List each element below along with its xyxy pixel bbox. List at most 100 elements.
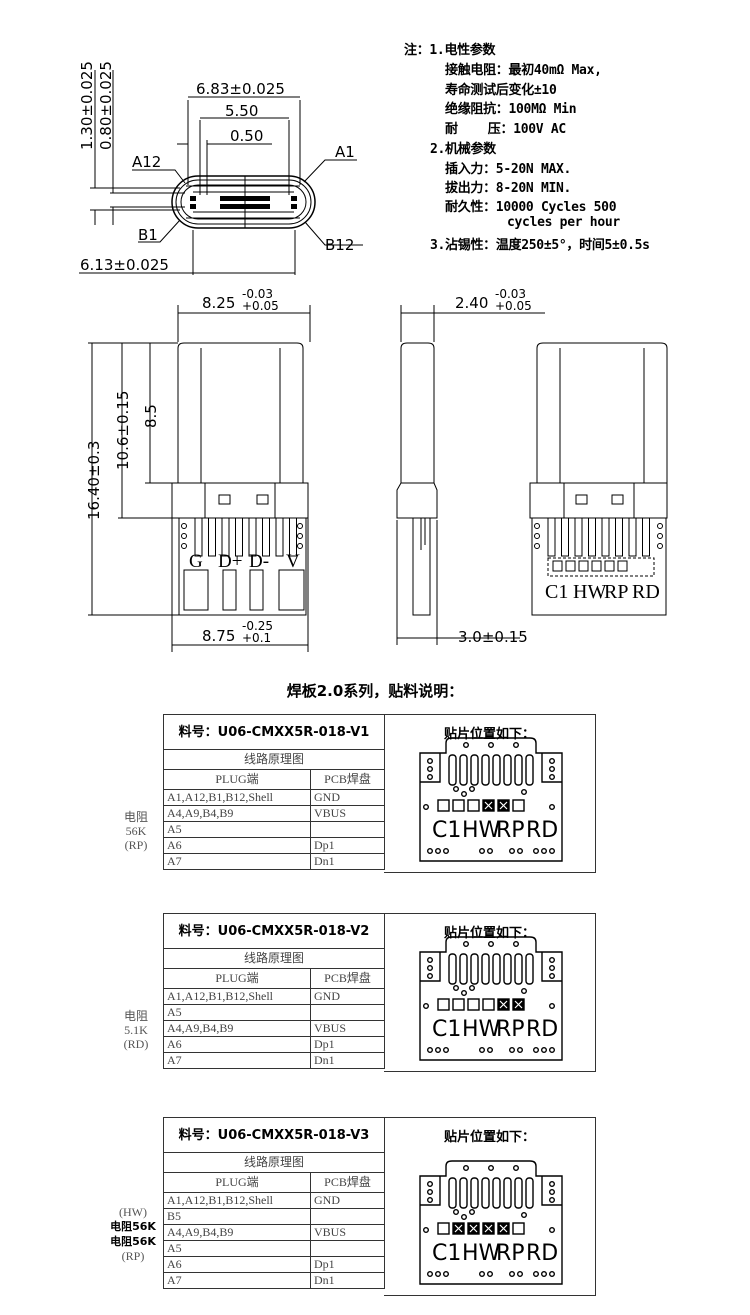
contact-finger: [547, 517, 556, 557]
placement-label-rp: RP: [496, 1017, 525, 1042]
contact-finger: [588, 517, 596, 557]
via-hole: [443, 1046, 450, 1053]
pcb-pad: Dn1: [310, 1272, 385, 1289]
resistor-value: 电阻56K: [110, 1235, 156, 1248]
contact-finger: [289, 517, 297, 557]
contact-finger: [208, 517, 216, 557]
front-view: G D+ D- V 8.25 -0.03 +0.05 16.40±0.3 10.…: [85, 287, 311, 652]
pcb-pad: GND: [310, 789, 385, 806]
pcb-pad: Dp1: [310, 1256, 385, 1273]
dim-pcb-thickness: 3.0±0.15: [458, 628, 528, 646]
empty-pad: [512, 799, 525, 812]
note-durability: 耐久性：10000 Cycles 500: [445, 200, 617, 215]
via-hole: [534, 533, 540, 539]
dim-total-length: 16.40±0.3: [85, 441, 103, 520]
via-hole: [426, 1197, 433, 1204]
via-hole: [508, 1046, 515, 1053]
via-hole: [508, 847, 515, 854]
section-title: 焊板2.0系列，贴料说明：: [286, 682, 464, 700]
via-hole: [422, 1002, 429, 1009]
placement-label-rd: RD: [526, 818, 558, 843]
plug-pins: A5: [163, 1004, 311, 1021]
dim-body-width: 8.25: [202, 294, 235, 312]
contact-finger: [470, 1177, 479, 1209]
contact-finger: [448, 754, 457, 786]
via-hole: [548, 957, 555, 964]
via-hole: [548, 965, 555, 972]
dim-shell-length: 8.5: [142, 404, 160, 428]
resistor-mark-icon: [499, 801, 508, 810]
via-hole: [540, 1270, 547, 1277]
dim-body-width-tol-upper: -0.03: [242, 287, 273, 301]
via-hole: [512, 940, 519, 947]
dim-inner-width: 6.13±0.025: [80, 256, 169, 274]
resistor-value: 电阻56K: [110, 1220, 156, 1233]
via-hole: [657, 533, 663, 539]
via-hole: [487, 741, 494, 748]
empty-pad: [467, 998, 480, 1011]
column-header-pcb: PCB焊盘: [310, 1172, 385, 1193]
contact-finger: [574, 517, 583, 557]
resistor-mark-icon: [499, 1224, 508, 1233]
dim-body-width-tol-lower: +0.05: [242, 299, 279, 313]
pcb-edge: [420, 952, 562, 982]
contact-finger: [615, 517, 623, 557]
plug-pins: A1,A12,B1,B12,Shell: [163, 1192, 311, 1209]
via-hole: [548, 774, 555, 781]
via-hole: [516, 847, 523, 854]
plug-pins: A1,A12,B1,B12,Shell: [163, 988, 311, 1005]
placement-label-c1: C1: [432, 1241, 461, 1266]
note-withdrawal: 拔出力：8-20N MIN.: [445, 181, 572, 196]
via-hole: [487, 1164, 494, 1171]
dim-height: 1.30±0.025: [78, 61, 96, 150]
resistor-text: 56K: [125, 824, 147, 838]
placement-label-rd: RD: [526, 1241, 558, 1266]
plug-pins: A6: [163, 837, 311, 854]
contact-finger: [628, 517, 637, 557]
pcb-pad: [310, 1208, 385, 1225]
schematic-label: 线路原理图: [163, 749, 385, 770]
contact-finger: [262, 517, 270, 557]
via-hole: [532, 1270, 539, 1277]
pcb-pad: VBUS: [310, 1020, 385, 1037]
placement-label-hw: HW: [462, 1017, 501, 1042]
via-hole: [548, 1046, 555, 1053]
via-hole: [453, 1209, 460, 1216]
via-hole: [426, 774, 433, 781]
plug-pins: A6: [163, 1036, 311, 1053]
resistor-text: 电阻: [123, 810, 148, 824]
table-row: A5: [163, 1240, 385, 1257]
via-hole: [534, 523, 540, 529]
via-hole: [548, 758, 555, 765]
via-hole: [512, 1164, 519, 1171]
via-hole: [520, 789, 527, 796]
pin-label-a1: A1: [335, 143, 355, 161]
via-hole: [422, 1226, 429, 1233]
resistor-mark-icon: [469, 1224, 478, 1233]
via-hole: [426, 957, 433, 964]
resistor-mark-icon: [514, 1000, 523, 1009]
via-hole: [657, 543, 663, 549]
back-view: C1 HW RP RD: [529, 342, 668, 616]
pad-label-dplus: D+: [218, 551, 242, 572]
via-hole: [426, 766, 433, 773]
note-voltage: 耐 压：100V AC: [445, 122, 566, 137]
pcb-pad: Dp1: [310, 1036, 385, 1053]
via-hole: [534, 543, 540, 549]
pin-label-a12: A12: [132, 153, 161, 171]
placement-label-rp: RP: [496, 1241, 525, 1266]
via-hole: [548, 1197, 555, 1204]
via-hole: [461, 1214, 468, 1221]
via-hole: [426, 1189, 433, 1196]
dim-pcb-width-tol-upper: -0.25: [242, 619, 273, 633]
via-hole: [422, 803, 429, 810]
pcb-edge: [420, 753, 562, 783]
via-hole: [479, 1046, 486, 1053]
contact-finger: [514, 953, 523, 985]
column-header-plug: PLUG端: [163, 769, 311, 790]
